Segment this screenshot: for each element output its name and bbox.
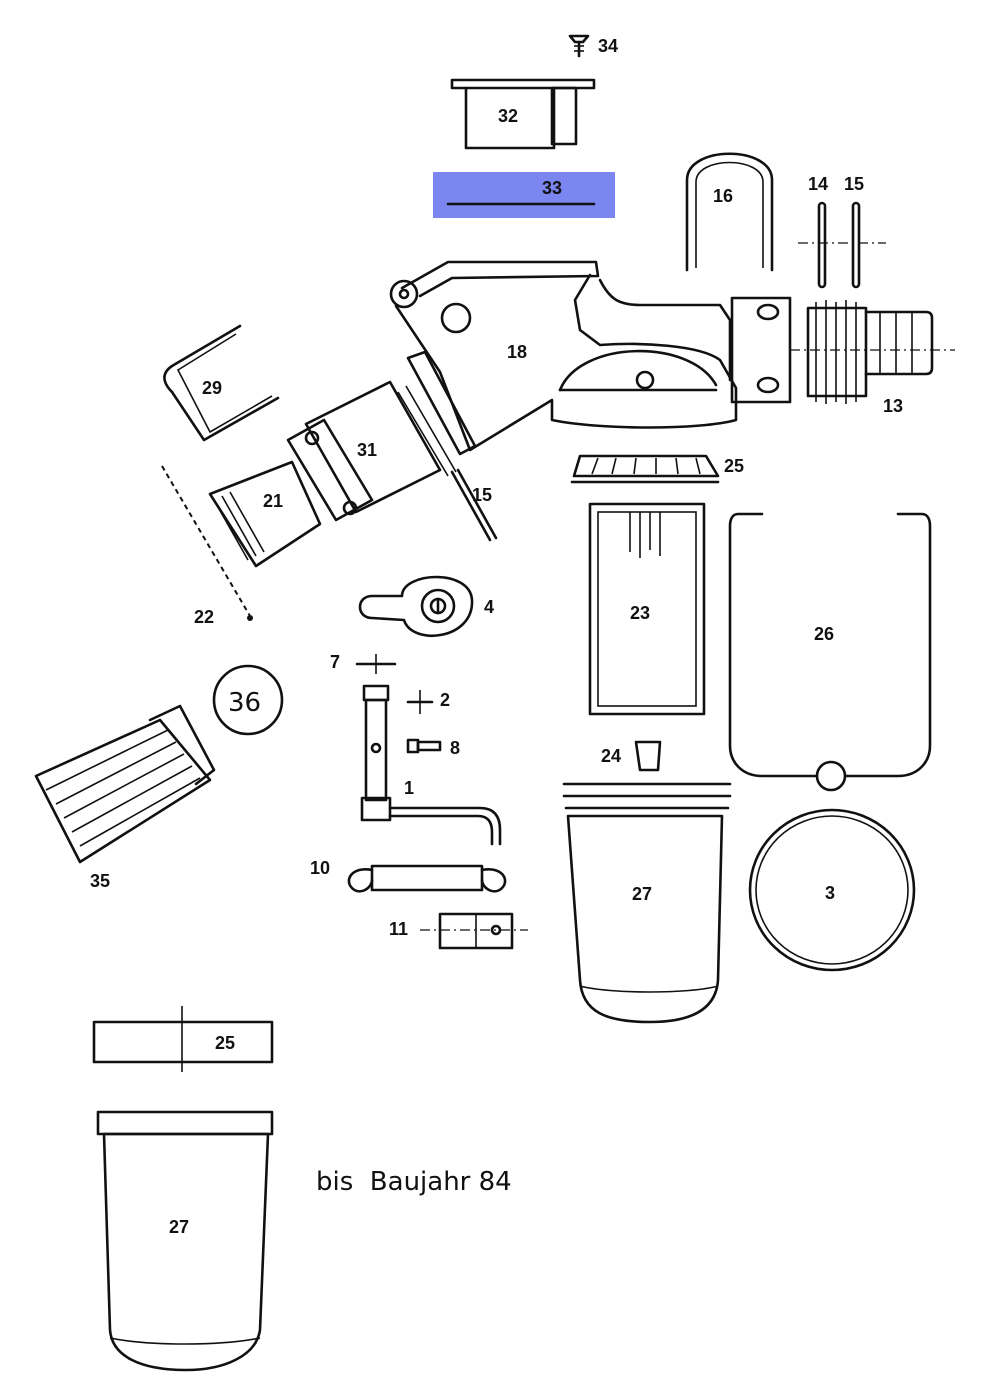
label-2: 2 [440,690,450,710]
part-36-ring [212,664,284,736]
part-33-strip [433,172,615,218]
label-10: 10 [310,858,330,878]
label-1: 1 [404,778,414,798]
part-25-strainer [570,454,720,484]
label-16: 16 [713,186,733,206]
label-26: 26 [814,624,834,644]
part-13-hose-fitting [790,300,955,404]
label-3: 3 [825,883,835,903]
part-27-jar [562,782,732,1024]
label-33: 33 [542,178,562,198]
label-35: 35 [90,871,110,891]
part-2-clip [406,690,434,714]
part-14-pin [817,201,827,289]
part-21-funnel [208,460,322,568]
part-25-band [92,1006,274,1072]
note-bis-baujahr: bis Baujahr 84 [316,1167,512,1197]
part-1-tap [360,684,502,846]
label-22: 22 [194,607,214,627]
part-8-screw [406,738,442,754]
part-labels: 34 32 33 16 14 15 18 13 29 31 25 21 15 4… [90,36,903,1237]
label-24: 24 [601,746,621,766]
label-15-angled: 15 [472,485,492,505]
part-34-screw [568,34,590,58]
part-29-bracket [163,324,280,442]
part-32-block [450,78,596,150]
part-23-filter [588,502,706,716]
label-18: 18 [507,342,527,362]
part-16-u-bracket [685,152,774,272]
part-15-pin [851,201,861,289]
label-25-top: 25 [724,456,744,476]
label-4: 4 [484,597,494,617]
part-3-ring [748,808,916,972]
label-36: 36 [228,688,261,718]
part-22-gasket [161,465,253,621]
label-23: 23 [630,603,650,623]
part-7-washer [355,654,397,674]
part-27-old-jar [96,1110,274,1372]
part-26-bail [728,512,932,792]
part-35-bellows [34,704,216,864]
part-24-clip [634,740,662,772]
label-13: 13 [883,396,903,416]
label-31: 31 [357,440,377,460]
label-15-top: 15 [844,174,864,194]
label-27-lower: 27 [169,1217,189,1237]
part-11-coupler [420,912,528,950]
part-10-spring [347,864,507,893]
part-18-housing [389,260,792,456]
label-7: 7 [330,652,340,672]
part-4-knob [358,575,474,637]
label-11: 11 [389,919,408,939]
label-21: 21 [263,491,283,511]
label-14: 14 [808,174,828,194]
label-8: 8 [450,738,460,758]
label-32: 32 [498,106,518,126]
part-15-angled-pin [450,468,498,542]
label-29: 29 [202,378,222,398]
label-27-upper: 27 [632,884,652,904]
label-25-lower: 25 [215,1033,235,1053]
label-34: 34 [598,36,618,56]
part-31-sleeve [286,380,457,522]
